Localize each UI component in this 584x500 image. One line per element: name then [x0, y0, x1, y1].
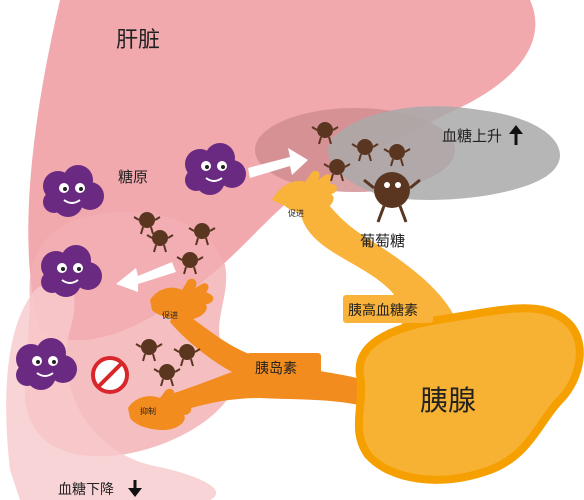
insulin-label-box [247, 353, 321, 381]
insulin-inhibit-hand [128, 388, 192, 430]
pancreas-label: 胰腺 [420, 384, 476, 417]
arrow-to-glycogen [116, 262, 176, 292]
liver-label: 肝脏 [116, 28, 160, 53]
glucose-character [363, 172, 421, 223]
pancreas [354, 304, 584, 484]
insulin-label: 胰岛素 [255, 361, 297, 377]
blood-sugar-down-label: 血糖下降 [58, 482, 114, 498]
insulin-promote-hand [150, 278, 214, 320]
glucagon-label-box [343, 295, 433, 323]
up-arrow-icon [509, 125, 523, 145]
liver-outer-shade [6, 280, 217, 500]
glucose-label: 葡萄糖 [360, 232, 405, 250]
blood-sugar-up-label: 血糖上升 [442, 127, 502, 145]
no-entry-icon [91, 356, 129, 394]
arrow-to-glucose [248, 148, 308, 178]
conversion-arrows [116, 148, 308, 292]
down-arrow-icon [128, 480, 142, 497]
promote-label-1: 促进 [288, 208, 304, 218]
inhibit-label: 抑制 [140, 406, 156, 416]
glucagon-hand [272, 170, 337, 214]
glucagon-label: 胰高血糖素 [348, 302, 418, 319]
promote-label-2: 促进 [162, 310, 178, 320]
glycogen-label: 糖原 [118, 168, 148, 186]
